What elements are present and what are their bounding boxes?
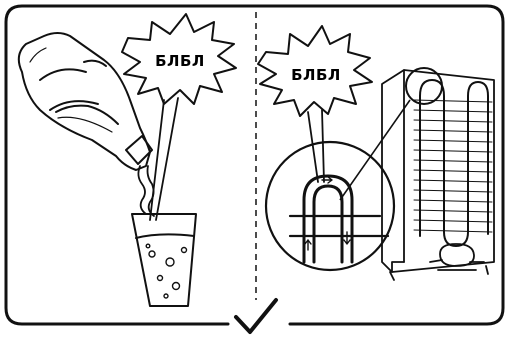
bubbles xyxy=(145,243,188,299)
checkmark-icon xyxy=(234,298,278,334)
sound-burst-right: БЛБЛ xyxy=(257,25,373,183)
magnifier-detail xyxy=(264,140,396,272)
glass-icon xyxy=(131,213,197,307)
sound-text-right: БЛБЛ xyxy=(291,66,341,84)
refrigerator-icon xyxy=(381,69,495,281)
bottle-icon xyxy=(17,32,153,171)
left-panel: БЛБЛ xyxy=(17,13,237,307)
zoom-connector xyxy=(339,99,411,201)
condenser-wires xyxy=(413,99,493,233)
sound-text-left: БЛБЛ xyxy=(155,52,205,70)
sound-burst-left: БЛБЛ xyxy=(121,13,237,221)
coil-highlight-ring xyxy=(405,67,443,105)
frame-border xyxy=(4,4,505,326)
right-panel: БЛБЛ xyxy=(257,25,495,281)
